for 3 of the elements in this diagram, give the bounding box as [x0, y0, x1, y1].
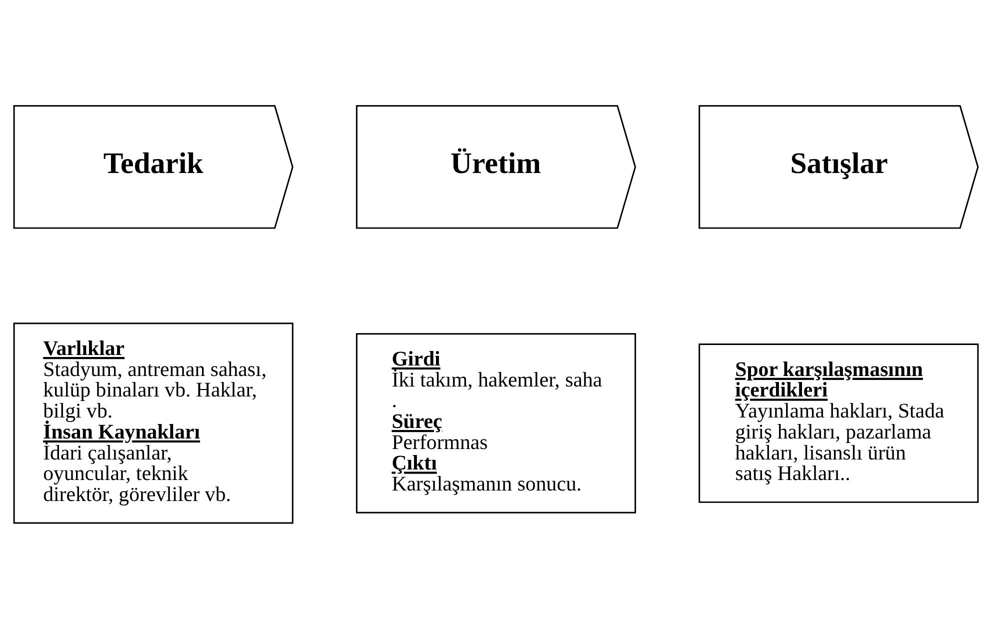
node-box: Spor karşılaşmasının içerdikleri Yayınlama hakları, Stada giriş hakları, pazarlama hakları, lisanslı ürün satış Hakları.. — [698, 343, 979, 502]
node-box: Varlıklar Stadyum, antreman sahası, kulüp binaları vb. Haklar, bilgi vb. İnsan Kaynakları İdari çalışanlar, oyuncular, teknik direktör, görevliler vb. — [13, 322, 294, 524]
node-box: Girdi İki takım, hakemler, saha . Süreç Performnas Çıktı Karşılaşmanın sonucu. — [356, 332, 636, 513]
